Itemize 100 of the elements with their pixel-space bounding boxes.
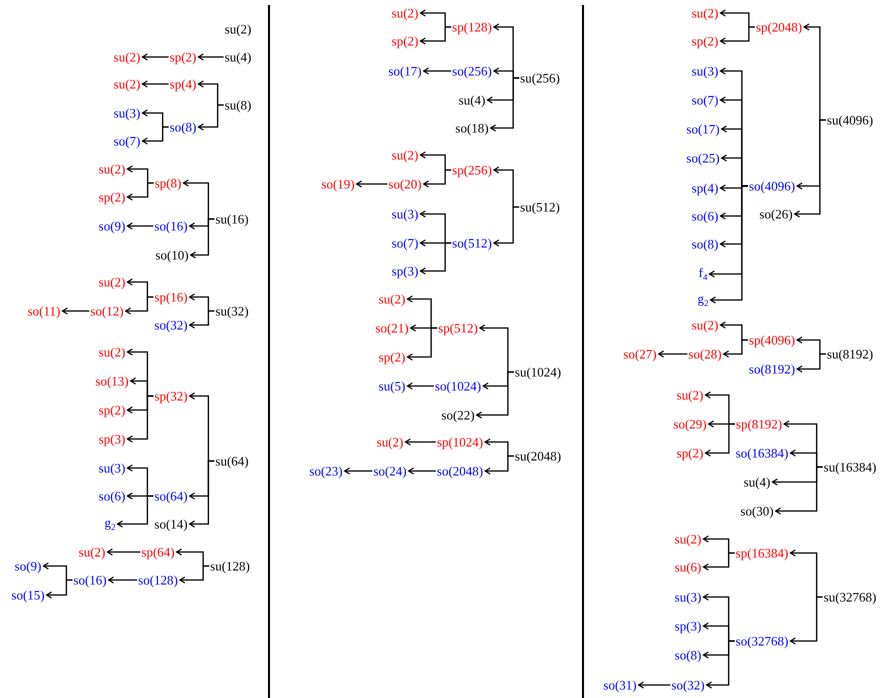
- algebra-label: su(2): [114, 50, 140, 64]
- algebra-label: su(2): [392, 148, 418, 162]
- algebra-label: so(7): [392, 236, 418, 250]
- arrow: [106, 548, 140, 556]
- arrow: [108, 576, 138, 584]
- arrow: [126, 182, 154, 201]
- algebra-label: su(4096): [826, 112, 874, 128]
- algebra-label: su(8): [224, 98, 252, 112]
- algebra-label: so(21): [375, 320, 409, 336]
- algebra-label: so(30): [740, 504, 774, 518]
- arrow: [420, 26, 452, 45]
- algebra-label: sp(8192): [736, 416, 782, 432]
- arrow: [790, 596, 823, 645]
- algebra-label: su(3): [392, 206, 418, 222]
- arrow: [723, 339, 748, 358]
- algebra-label: so(10): [155, 248, 189, 262]
- algebra-label: so(14): [154, 516, 188, 532]
- algebra-label: su(2048): [514, 448, 562, 464]
- algebra-label: su(2): [692, 318, 718, 332]
- algebra-label: su(16384): [824, 460, 876, 474]
- arrow: [198, 53, 224, 61]
- algebra-label: so(19): [321, 176, 355, 192]
- arrow: [638, 681, 670, 689]
- algebra-label: su(16): [215, 212, 249, 226]
- algebra-label: so(16): [73, 572, 107, 588]
- algebra-label: so(20): [388, 176, 422, 192]
- algebra-label: so(128): [138, 572, 178, 588]
- algebra-label: so(9): [14, 558, 42, 574]
- algebra-label: f$_{4}$: [698, 265, 708, 283]
- algebra-label: su(3): [98, 460, 126, 476]
- algebra-label: so(512): [452, 236, 492, 250]
- arrow: [179, 565, 210, 584]
- algebra-label: su(128): [210, 558, 250, 574]
- algebra-label: su(8192): [826, 346, 874, 362]
- algebra-label: su(512): [520, 200, 560, 214]
- algebra-label: sp(3): [392, 264, 418, 278]
- arrow: [126, 222, 154, 230]
- algebra-label: su(32): [215, 304, 249, 318]
- algebra-label: su(64): [215, 454, 249, 468]
- arrow: [116, 495, 154, 528]
- algebra-label: so(28): [688, 346, 722, 362]
- algebra-label: so(7): [114, 134, 140, 148]
- algebra-label: sp(2): [98, 402, 126, 418]
- algebra-label: su(4): [744, 474, 770, 490]
- algebra-label: su(2): [674, 532, 702, 546]
- arrow: [490, 77, 520, 132]
- algebra-label: sp(8): [154, 176, 182, 190]
- algebra-label: sp(4): [170, 76, 196, 92]
- algebra-label: so(25): [686, 150, 720, 166]
- algebra-label: su(2): [378, 292, 406, 306]
- arrow: [720, 26, 755, 45]
- arrow: [406, 382, 434, 390]
- algebra-label: g$_{2}$: [698, 291, 708, 309]
- algebra-label: so(26): [759, 206, 793, 222]
- algebra-label: su(5): [378, 378, 406, 394]
- arrow: [356, 180, 388, 188]
- arrow: [404, 438, 436, 446]
- algebra-label: sp(2): [676, 446, 704, 460]
- algebra-label: so(4096): [748, 178, 796, 194]
- arrow: [420, 242, 452, 275]
- algebra-label: so(17): [686, 122, 720, 136]
- algebra-label: so(22): [441, 408, 475, 422]
- algebra-label: so(32): [154, 318, 188, 332]
- algebra-label: so(6): [692, 208, 718, 224]
- arrow: [406, 327, 438, 361]
- algebra-label: sp(2): [98, 190, 126, 204]
- arrow: [62, 307, 90, 315]
- algebra-label: so(17): [388, 64, 422, 78]
- algebra-label: sp(16384): [736, 546, 788, 560]
- algebra-label: sp(2): [170, 50, 196, 64]
- arrow: [190, 218, 214, 259]
- algebra-label: su(4): [458, 92, 486, 108]
- arrow: [423, 169, 452, 188]
- algebra-label: so(6): [98, 488, 126, 504]
- algebra-label: so(11): [28, 304, 60, 318]
- algebra-label: so(8): [674, 648, 702, 662]
- algebra-label: su(2): [114, 76, 140, 92]
- algebra-label: so(2048): [436, 464, 484, 478]
- algebra-label: so(23): [309, 464, 343, 478]
- algebra-label: sp(3): [98, 432, 126, 446]
- arrow: [706, 640, 735, 689]
- algebra-label: su(256): [520, 70, 560, 86]
- algebra-label: sp(2048): [756, 20, 802, 34]
- algebra-label: su(32768): [824, 590, 876, 604]
- algebra-label: sp(4): [692, 180, 718, 196]
- algebra-label: so(24): [373, 464, 407, 478]
- algebra-label: su(2): [78, 544, 106, 560]
- arrow: [198, 104, 224, 131]
- algebra-label: su(3): [692, 64, 718, 78]
- algebra-label: so(9): [98, 218, 126, 234]
- algebra-label: sp(64): [141, 544, 175, 560]
- algebra-label: so(31): [603, 678, 637, 692]
- algebra-label: su(2): [224, 22, 252, 36]
- algebra-label: so(13): [95, 374, 129, 388]
- arrow: [423, 67, 452, 75]
- algebra-label: so(32768): [736, 634, 788, 648]
- algebra-label: sp(512): [438, 320, 478, 336]
- arrow: [796, 353, 826, 373]
- arrow: [142, 80, 169, 88]
- arrow: [484, 455, 514, 475]
